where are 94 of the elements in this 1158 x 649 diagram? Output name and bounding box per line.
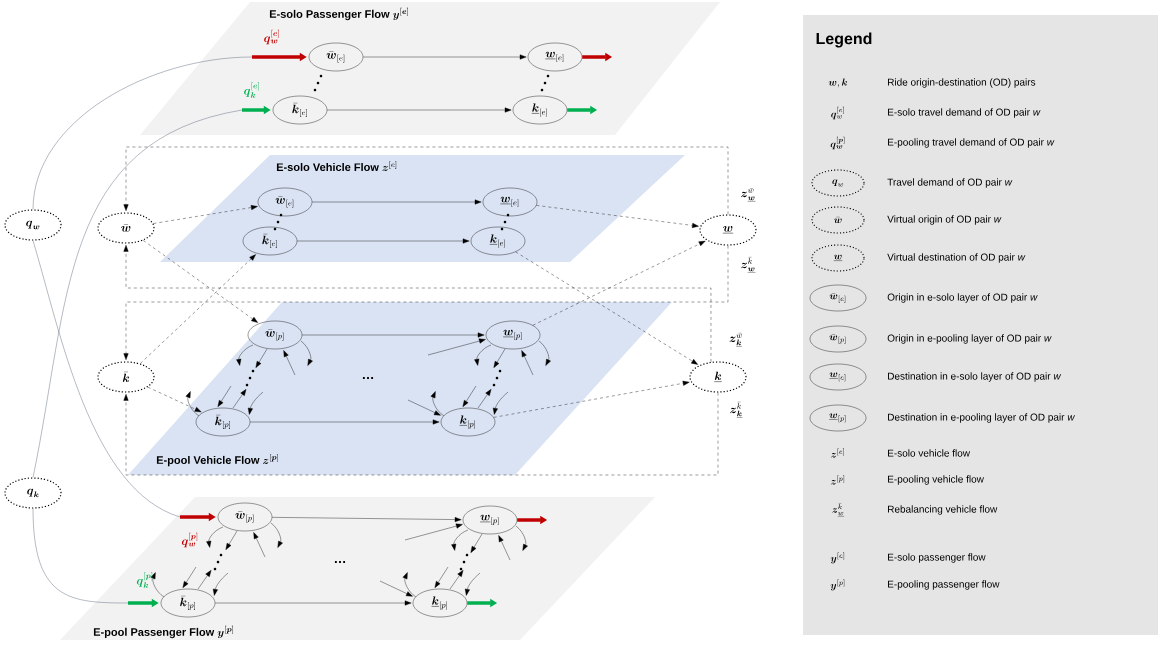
arrow <box>492 391 509 415</box>
legend-text: E-pooling vehicle flow <box>888 475 984 485</box>
legend-symbol: $\boldsymbol{z}_{\underline{w}}^{\bar{k}}$ <box>832 503 845 517</box>
legend-symbol: $\boldsymbol{z}^{[e]}$ <box>831 448 844 458</box>
arrow <box>283 350 296 376</box>
legend-symbol: $\boldsymbol{q}_{\boldsymbol{w}}^{[\boldsymbol{p}]}$ <box>830 136 845 150</box>
legend-text: Rebalancing vehicle flow <box>888 505 998 515</box>
arrow <box>407 399 441 416</box>
arrow <box>327 107 512 113</box>
edge-label: $\boldsymbol{z}_{\underline{\boldsymbol{w}}}^{\bar{k}}$ <box>741 256 756 273</box>
dashed-arrow <box>153 205 258 224</box>
legend-text: Origin in e-solo layer of OD pair w <box>887 293 1038 303</box>
edge-label: $\boldsymbol{z}_{\underline{\boldsymbol{k}}}^{\bar{k}}$ <box>730 401 743 418</box>
arrow <box>451 529 469 551</box>
arrow <box>272 517 462 523</box>
arrow <box>206 526 224 548</box>
dashed-arrow <box>515 251 698 365</box>
dashed-arrow <box>123 392 719 476</box>
legend-symbol: $\boldsymbol{q}_{w}^{[e]}$ <box>831 106 844 120</box>
legend-text: Ride origin-destination (OD) pairs <box>888 78 1036 88</box>
legend-text: Travel demand of OD pair w <box>887 178 1013 188</box>
legend-symbol: $\boldsymbol{z}^{[p]}$ <box>830 475 845 485</box>
legend-text: E-pooling passenger flow <box>888 580 1000 590</box>
arrow <box>217 385 232 407</box>
ellipsis: … <box>362 377 374 379</box>
arrow <box>185 391 200 417</box>
arrow <box>255 348 268 368</box>
arrow <box>270 522 283 548</box>
arrow <box>538 340 551 366</box>
virtual-node: $\boldsymbol{q}_{\boldsymbol{w}}$ <box>4 209 62 241</box>
edge-label: $\boldsymbol{z}_{\underline{\boldsymbol{k}}}^{\bar{w}}$ <box>729 332 743 347</box>
legend-text: Virtual origin of OD pair w <box>887 215 1002 225</box>
arrow <box>474 344 492 366</box>
arrow <box>464 572 481 596</box>
legend-text: Virtual destination of OD pair w <box>887 253 1026 263</box>
edge-label: $\boldsymbol{q}_{\boldsymbol{w}}^{[\boldsymbol{p}]}$ <box>181 532 198 548</box>
arrow <box>363 54 527 60</box>
arrow <box>212 572 229 596</box>
legend-text: E-solo travel demand of OD pair w <box>888 108 1041 118</box>
arrow <box>247 391 264 415</box>
arrow <box>232 389 247 409</box>
dashed-arrow <box>140 254 256 364</box>
dashed-arrow <box>143 240 258 323</box>
arrow <box>150 572 165 598</box>
arrow <box>434 566 449 588</box>
arrow <box>493 348 506 368</box>
edge-label: $\boldsymbol{q}_{\boldsymbol{k}}^{[\boldsymbol{e}]}$ <box>244 82 259 98</box>
arrow <box>449 570 464 590</box>
virtual-node: $\underline{\boldsymbol{w}}$ <box>699 214 757 246</box>
arrow <box>182 566 197 588</box>
arrow <box>521 350 534 376</box>
arrow <box>297 238 470 244</box>
arrow <box>379 580 413 597</box>
arrow <box>302 332 485 338</box>
legend-title: Legend <box>816 32 872 48</box>
arrow <box>462 385 477 407</box>
dashed-arrow <box>147 386 202 413</box>
legend-symbol: $\boldsymbol{w},\boldsymbol{k}$ <box>828 78 848 88</box>
dashed-arrow <box>493 380 690 418</box>
arrow <box>470 533 483 553</box>
legend-symbol: $\boldsymbol{y}^{[p]}$ <box>830 579 845 591</box>
edge-label: $\boldsymbol{q}_{\boldsymbol{w}}^{[\boldsymbol{e}]}$ <box>264 29 279 45</box>
arrow <box>430 391 445 417</box>
ellipsis: … <box>334 561 346 563</box>
arrow <box>498 535 511 561</box>
arrow <box>312 199 482 205</box>
virtual-node: $\bar{\boldsymbol{k}}$ <box>97 361 155 393</box>
dashed-arrow <box>532 240 706 326</box>
edge-label: $\boldsymbol{q}_{\boldsymbol{k}}^{[\boldsymbol{p}]}$ <box>136 572 153 588</box>
legend-text: E-solo passenger flow <box>888 553 986 563</box>
arrow <box>253 532 266 558</box>
dashed-arrow <box>123 146 729 215</box>
legend-text: Destination in e-pooling layer of OD pair w <box>888 413 1076 423</box>
virtual-node: $\boldsymbol{q}_{\boldsymbol{k}}$ <box>4 477 62 509</box>
arrow <box>515 525 528 551</box>
arrow <box>225 530 238 550</box>
arrow <box>427 338 486 356</box>
legend-symbol: $\boldsymbol{y}^{[e]}$ <box>830 552 845 564</box>
virtual-node: $\underline{\boldsymbol{k}}$ <box>689 361 747 393</box>
edge-label: $\boldsymbol{z}_{\underline{\boldsymbol{w}}}^{\bar{w}}$ <box>741 188 756 202</box>
arrow <box>477 389 492 409</box>
arrow <box>250 419 440 425</box>
arrow <box>236 344 254 366</box>
arrow <box>402 572 417 598</box>
legend-text: Origin in e-pooling layer of OD pair w <box>887 334 1052 344</box>
legend-text: E-pooling travel demand of OD pair w <box>888 138 1055 148</box>
legend-text: Destination in e-solo layer of OD pair w <box>888 372 1062 382</box>
arrow <box>404 523 463 541</box>
arrow <box>197 570 212 590</box>
arrow <box>300 340 313 366</box>
legend-text: E-solo vehicle flow <box>888 449 971 457</box>
dashed-arrow <box>536 205 699 228</box>
virtual-node: $\bar{\boldsymbol{w}}$ <box>97 212 155 244</box>
arrow <box>215 600 412 606</box>
